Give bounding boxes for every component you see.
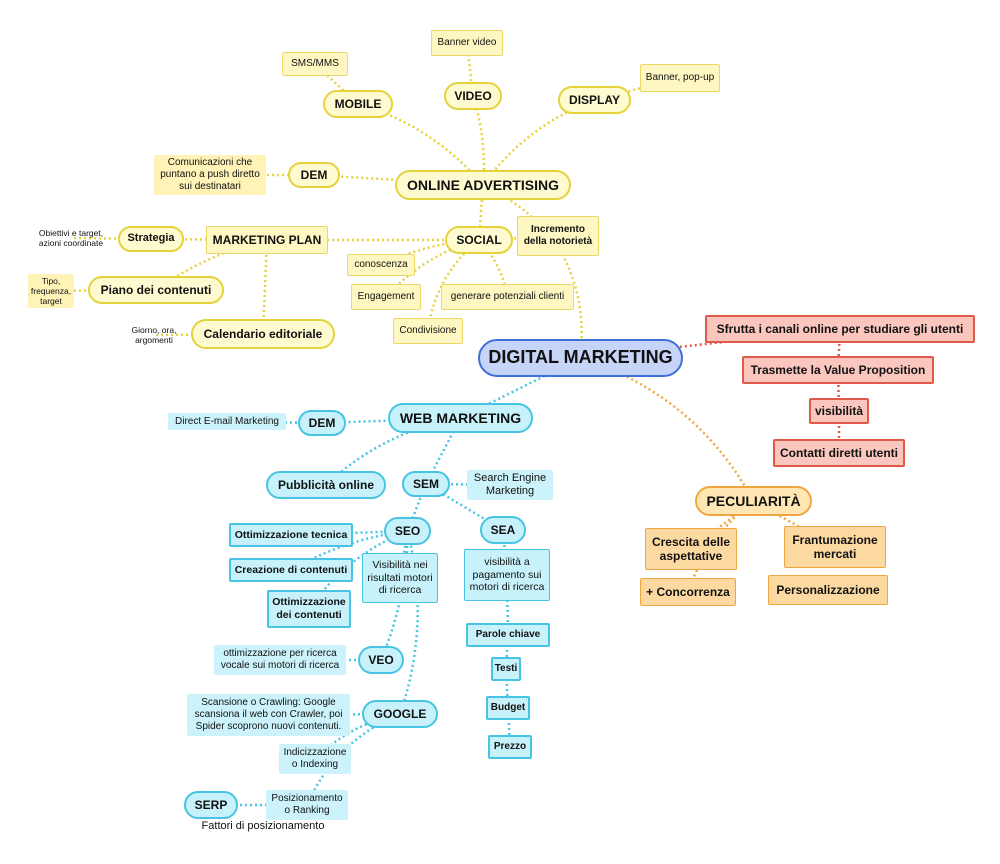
sea-note: visibilità a pagamento sui motori di ric… <box>464 549 550 601</box>
display-note: Banner, pop-up <box>640 64 720 92</box>
google-ranking: Posizionamento o Ranking <box>266 790 348 820</box>
connector-line <box>836 328 842 371</box>
social-condivisione: Condivisione <box>393 318 463 344</box>
calendario-note: Giorno, ora, argomenti <box>131 324 177 345</box>
social-conoscenza: conoscenza <box>347 254 415 276</box>
sea-testi: Testi <box>491 657 521 681</box>
social-notoriety: Incremento della notorietà <box>517 216 599 256</box>
connector-line <box>836 369 841 412</box>
seo-visibilita: Visibilità nei risultati motori di ricer… <box>362 553 438 603</box>
google-indexing: Indicizzazione o Indexing <box>279 744 351 774</box>
peculiarita-personalizzazione: Personalizzazione <box>768 575 888 605</box>
peculiarita-frantumazione: Frantumazione mercati <box>784 526 886 568</box>
feature-sfrutta: Sfrutta i canali online per studiare gli… <box>705 315 975 343</box>
connector-line <box>325 416 461 486</box>
root-node[interactable]: DIGITAL MARKETING <box>478 339 683 377</box>
veo-node[interactable]: VEO <box>358 646 404 674</box>
dem-advertising-note: Comunicazioni che puntano a push diretto… <box>154 155 266 195</box>
marketing-plan-node[interactable]: MARKETING PLAN <box>206 226 328 254</box>
pubblicita-online-node[interactable]: Pubblicità online <box>266 471 386 499</box>
feature-contatti: Contatti diretti utenti <box>773 439 905 467</box>
serp-node[interactable]: SERP <box>184 791 238 819</box>
sea-budget: Budget <box>486 696 530 720</box>
piano-contenuti-note: Tipo, frequenza, target <box>28 274 74 308</box>
connector-line <box>580 327 841 360</box>
piano-contenuti-node[interactable]: Piano dei contenuti <box>88 276 224 304</box>
connector-line <box>580 356 755 502</box>
connector-line <box>465 42 475 97</box>
peculiarita-node[interactable]: PECULIARITÀ <box>695 486 812 516</box>
veo-note: ottimizzazione per ricerca vocale sui mo… <box>214 645 346 675</box>
dem-web-note: Direct E-mail Marketing <box>168 413 286 430</box>
connector-line <box>155 238 268 292</box>
google-crawling: Scansione o Crawling: Google scansiona i… <box>187 694 350 736</box>
seo-node[interactable]: SEO <box>384 517 431 545</box>
strategia-node[interactable]: Strategia <box>118 226 184 252</box>
feature-visibilita: visibilità <box>809 398 869 424</box>
serp-caption: Fattori di posizionamento <box>201 820 325 833</box>
social-engagement: Engagement <box>351 284 421 310</box>
video-note: Banner video <box>431 30 503 56</box>
sea-node[interactable]: SEA <box>480 516 526 544</box>
display-node[interactable]: DISPLAY <box>558 86 631 114</box>
video-node[interactable]: VIDEO <box>444 82 502 110</box>
peculiarita-concorrenza: + Concorrenza <box>640 578 736 606</box>
online-advertising-node[interactable]: ONLINE ADVERTISING <box>395 170 571 200</box>
connector-line <box>482 183 583 359</box>
peculiarita-crescita: Crescita delle aspettative <box>645 528 737 570</box>
calendario-editoriale-node[interactable]: Calendario editoriale <box>191 319 335 349</box>
social-leads: generare potenziali clienti <box>441 284 574 310</box>
sem-note: Search Engine Marketing <box>467 470 553 500</box>
seo-creazione-contenuti: Creazione di contenuti <box>229 558 353 582</box>
dem-advertising-node[interactable]: DEM <box>288 162 340 188</box>
dem-web-node[interactable]: DEM <box>298 410 346 436</box>
connector-line <box>357 102 484 186</box>
feature-value-proposition: Trasmette la Value Proposition <box>742 356 934 384</box>
seo-ottimizzazione-contenuti: Ottimizzazione dei contenuti <box>267 590 351 628</box>
mobile-note: SMS/MMS <box>282 52 348 76</box>
google-node[interactable]: GOOGLE <box>362 700 438 728</box>
seo-ottimizzazione-tecnica: Ottimizzazione tecnica <box>229 523 353 547</box>
connector-line <box>752 499 836 549</box>
social-node[interactable]: SOCIAL <box>445 226 513 254</box>
strategia-note: Obiettivi e target, azioni coordinate <box>38 227 104 248</box>
sea-parole-chiave: Parole chiave <box>466 623 550 647</box>
web-marketing-node[interactable]: WEB MARKETING <box>388 403 533 433</box>
mobile-node[interactable]: MOBILE <box>323 90 393 118</box>
sem-node[interactable]: SEM <box>402 471 450 497</box>
sea-prezzo: Prezzo <box>488 735 532 759</box>
connector-line <box>70 236 152 241</box>
